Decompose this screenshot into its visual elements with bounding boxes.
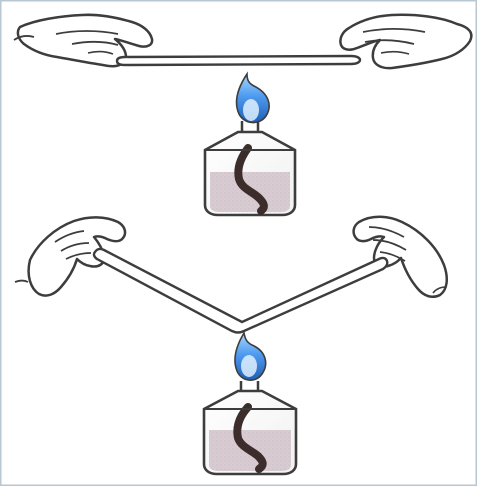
bottom-experiment: [15, 217, 447, 474]
flame-core: [243, 99, 259, 121]
straight-rod: [117, 56, 360, 65]
bent-rod: [94, 249, 387, 333]
bottom-burner: [204, 333, 296, 474]
top-burner: [205, 74, 295, 215]
right-hand-bottom: [354, 217, 447, 297]
flame-core: [241, 355, 257, 377]
top-experiment: [14, 15, 471, 215]
